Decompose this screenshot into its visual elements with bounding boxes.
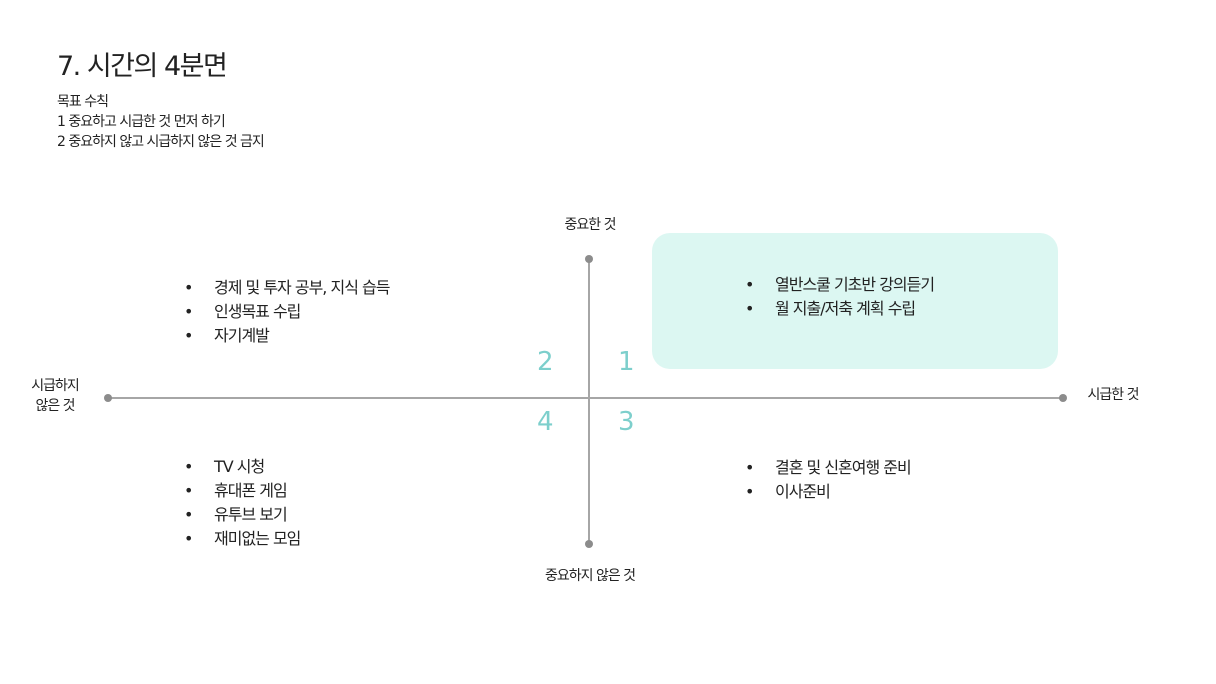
axis-label-not-urgent-line2: 않은 것 xyxy=(35,398,75,414)
list-item: 재미없는 모임 xyxy=(184,527,301,551)
quadrant-number-2: 2 xyxy=(537,347,554,377)
quadrant-2-list: 경제 및 투자 공부, 지식 습득 인생목표 수립 자기계발 xyxy=(184,276,390,348)
quadrant-3-list: 결혼 및 신혼여행 준비 이사준비 xyxy=(745,456,912,504)
rules-heading: 목표 수칙 xyxy=(57,94,109,110)
axis-label-not-urgent-line1: 시급하지 xyxy=(31,378,80,394)
list-item: 유투브 보기 xyxy=(184,503,300,527)
list-item: 자기계발 xyxy=(184,324,389,348)
quadrant-1-list: 열반스쿨 기초반 강의듣기 월 지출/저축 계획 수립 xyxy=(745,273,935,321)
axis-endpoint-bottom xyxy=(585,540,593,548)
axis-endpoint-left xyxy=(104,394,112,402)
list-item: 인생목표 수립 xyxy=(184,300,389,324)
axis-label-important: 중요한 것 xyxy=(564,217,617,233)
quadrant-number-4: 4 xyxy=(537,407,554,437)
list-item: 열반스쿨 기초반 강의듣기 xyxy=(745,273,935,297)
axis-label-urgent: 시급한 것 xyxy=(1087,387,1140,403)
list-item: TV 시청 xyxy=(184,455,300,479)
quadrant-4-list: TV 시청 휴대폰 게임 유투브 보기 재미없는 모임 xyxy=(184,455,301,551)
axis-endpoint-top xyxy=(585,255,593,263)
axis-label-not-urgent: 시급하지 않은 것 xyxy=(15,376,95,416)
axis-label-not-important: 중요하지 않은 것 xyxy=(544,568,636,584)
rule-1: 1 중요하고 시급한 것 먼저 하기 xyxy=(57,114,226,130)
goal-rules: 목표 수칙 1 중요하고 시급한 것 먼저 하기 2 중요하지 않고 시급하지 … xyxy=(57,92,265,152)
list-item: 휴대폰 게임 xyxy=(184,479,300,503)
list-item: 결혼 및 신혼여행 준비 xyxy=(745,456,912,480)
quadrant-number-3: 3 xyxy=(618,407,635,437)
rule-2: 2 중요하지 않고 시급하지 않은 것 금지 xyxy=(57,134,265,150)
list-item: 경제 및 투자 공부, 지식 습득 xyxy=(184,276,390,300)
list-item: 월 지출/저축 계획 수립 xyxy=(745,297,934,321)
list-item: 이사준비 xyxy=(745,480,911,504)
quadrant-number-1: 1 xyxy=(618,347,635,377)
importance-axis xyxy=(588,258,590,544)
page-title: 7. 시간의 4분면 xyxy=(57,51,228,82)
urgency-axis xyxy=(107,397,1063,399)
axis-endpoint-right xyxy=(1059,394,1067,402)
